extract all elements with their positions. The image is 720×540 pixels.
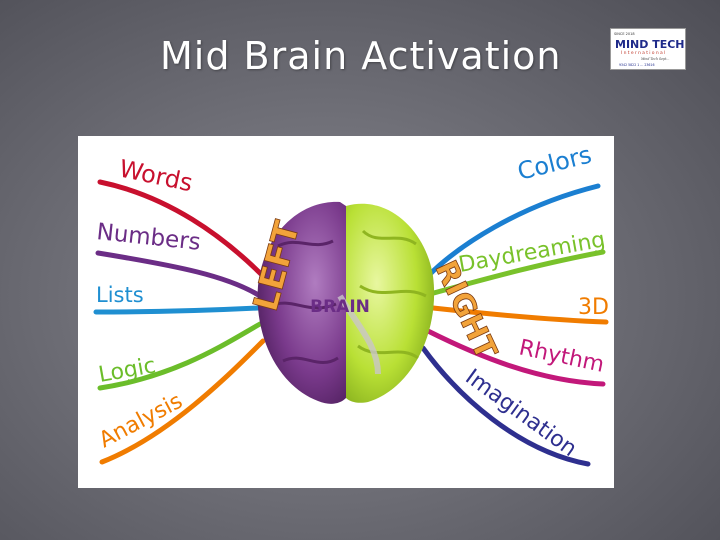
branch-label-logic: Logic	[97, 353, 158, 388]
brain-illustration	[257, 201, 435, 404]
logo-phone: 9342 5822 1 ... 23616	[619, 63, 654, 67]
branch-3d-line	[430, 305, 609, 325]
branch-imagination-line	[420, 345, 591, 467]
logo-top-line: SINCE 2018	[614, 32, 635, 36]
brain-center-label: BRAIN	[310, 297, 370, 317]
branch-daydreaming-line	[427, 249, 606, 297]
branch-numbers-line	[95, 250, 263, 299]
logo-subtitle: International	[621, 50, 667, 56]
logo-tagline: Mind Tech Sept...	[640, 57, 669, 61]
branch-label-3d: 3D	[578, 295, 609, 320]
branch-rhythm-line	[425, 328, 606, 387]
logo-name: MIND TECH	[615, 38, 685, 51]
branch-analysis-line	[99, 338, 266, 465]
branch-logic-line	[97, 321, 263, 391]
branch-label-lists: Lists	[96, 283, 144, 307]
slide-title: Mid Brain Activation	[160, 34, 562, 78]
branch-label-colors: Colors	[515, 140, 595, 185]
branch-words-line	[97, 179, 266, 279]
branch-lists-line	[93, 305, 261, 315]
brain-mind-map: LEFT RIGHT BRAIN Words Numbers Lists Log…	[78, 136, 614, 488]
left-hemisphere	[257, 201, 346, 404]
branch-colors-line	[425, 183, 601, 279]
branch-label-numbers: Numbers	[95, 219, 202, 256]
company-logo: SINCE 2018 MIND TECH International Mind …	[610, 28, 686, 70]
